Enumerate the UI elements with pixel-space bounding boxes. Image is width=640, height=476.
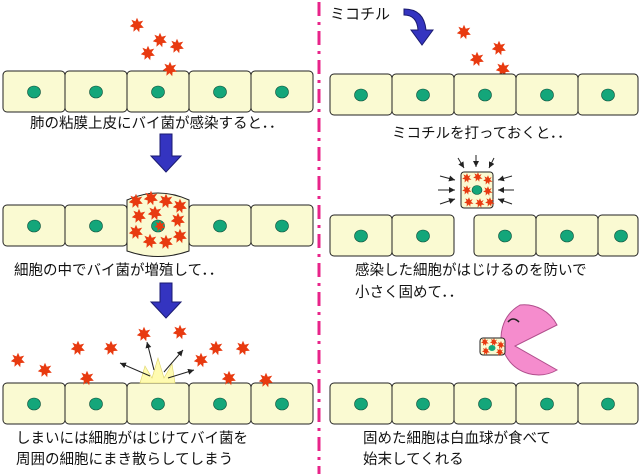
drug-label: ミコチル	[330, 5, 390, 23]
drug-injection-arrow	[403, 8, 434, 46]
down-arrow-1	[149, 133, 183, 173]
cell-row-right-1	[329, 73, 639, 116]
bacteria-cluster-1	[129, 17, 184, 77]
right-caption-3-line2: 始末してくれる	[363, 451, 464, 468]
cell-row-right-2	[329, 214, 639, 257]
left-caption-2: 細胞の中でバイ菌が増殖して．．	[14, 262, 223, 279]
right-caption-1: ミコチルを打っておくと．．	[392, 125, 572, 142]
engulfed-cell	[479, 337, 506, 356]
left-caption-3-line2: 周囲の細胞にまき散らしてしまう	[16, 451, 233, 468]
left-caption-3-line1: しまいには細胞がはじけてバイ菌を	[16, 430, 248, 447]
cell-row-left-1	[2, 70, 314, 113]
cell-row-left-3	[2, 382, 314, 425]
right-caption-2-line1: 感染した細胞がはじけるのを防いで	[355, 262, 587, 279]
right-caption-2-line2: 小さく固めて．．	[355, 284, 463, 301]
down-arrow-2	[149, 282, 183, 319]
compressed-infected-cell	[438, 155, 514, 209]
cell-row-right-3	[329, 382, 639, 425]
white-blood-cell	[500, 304, 559, 376]
right-caption-3-line1: 固めた細胞は白血球が食べて	[363, 430, 551, 447]
bacteria-cluster-right	[456, 24, 510, 77]
cell-burst-explosion	[119, 341, 195, 384]
left-caption-1: 肺の粘膜上皮にバイ菌が感染すると．．	[30, 115, 283, 132]
